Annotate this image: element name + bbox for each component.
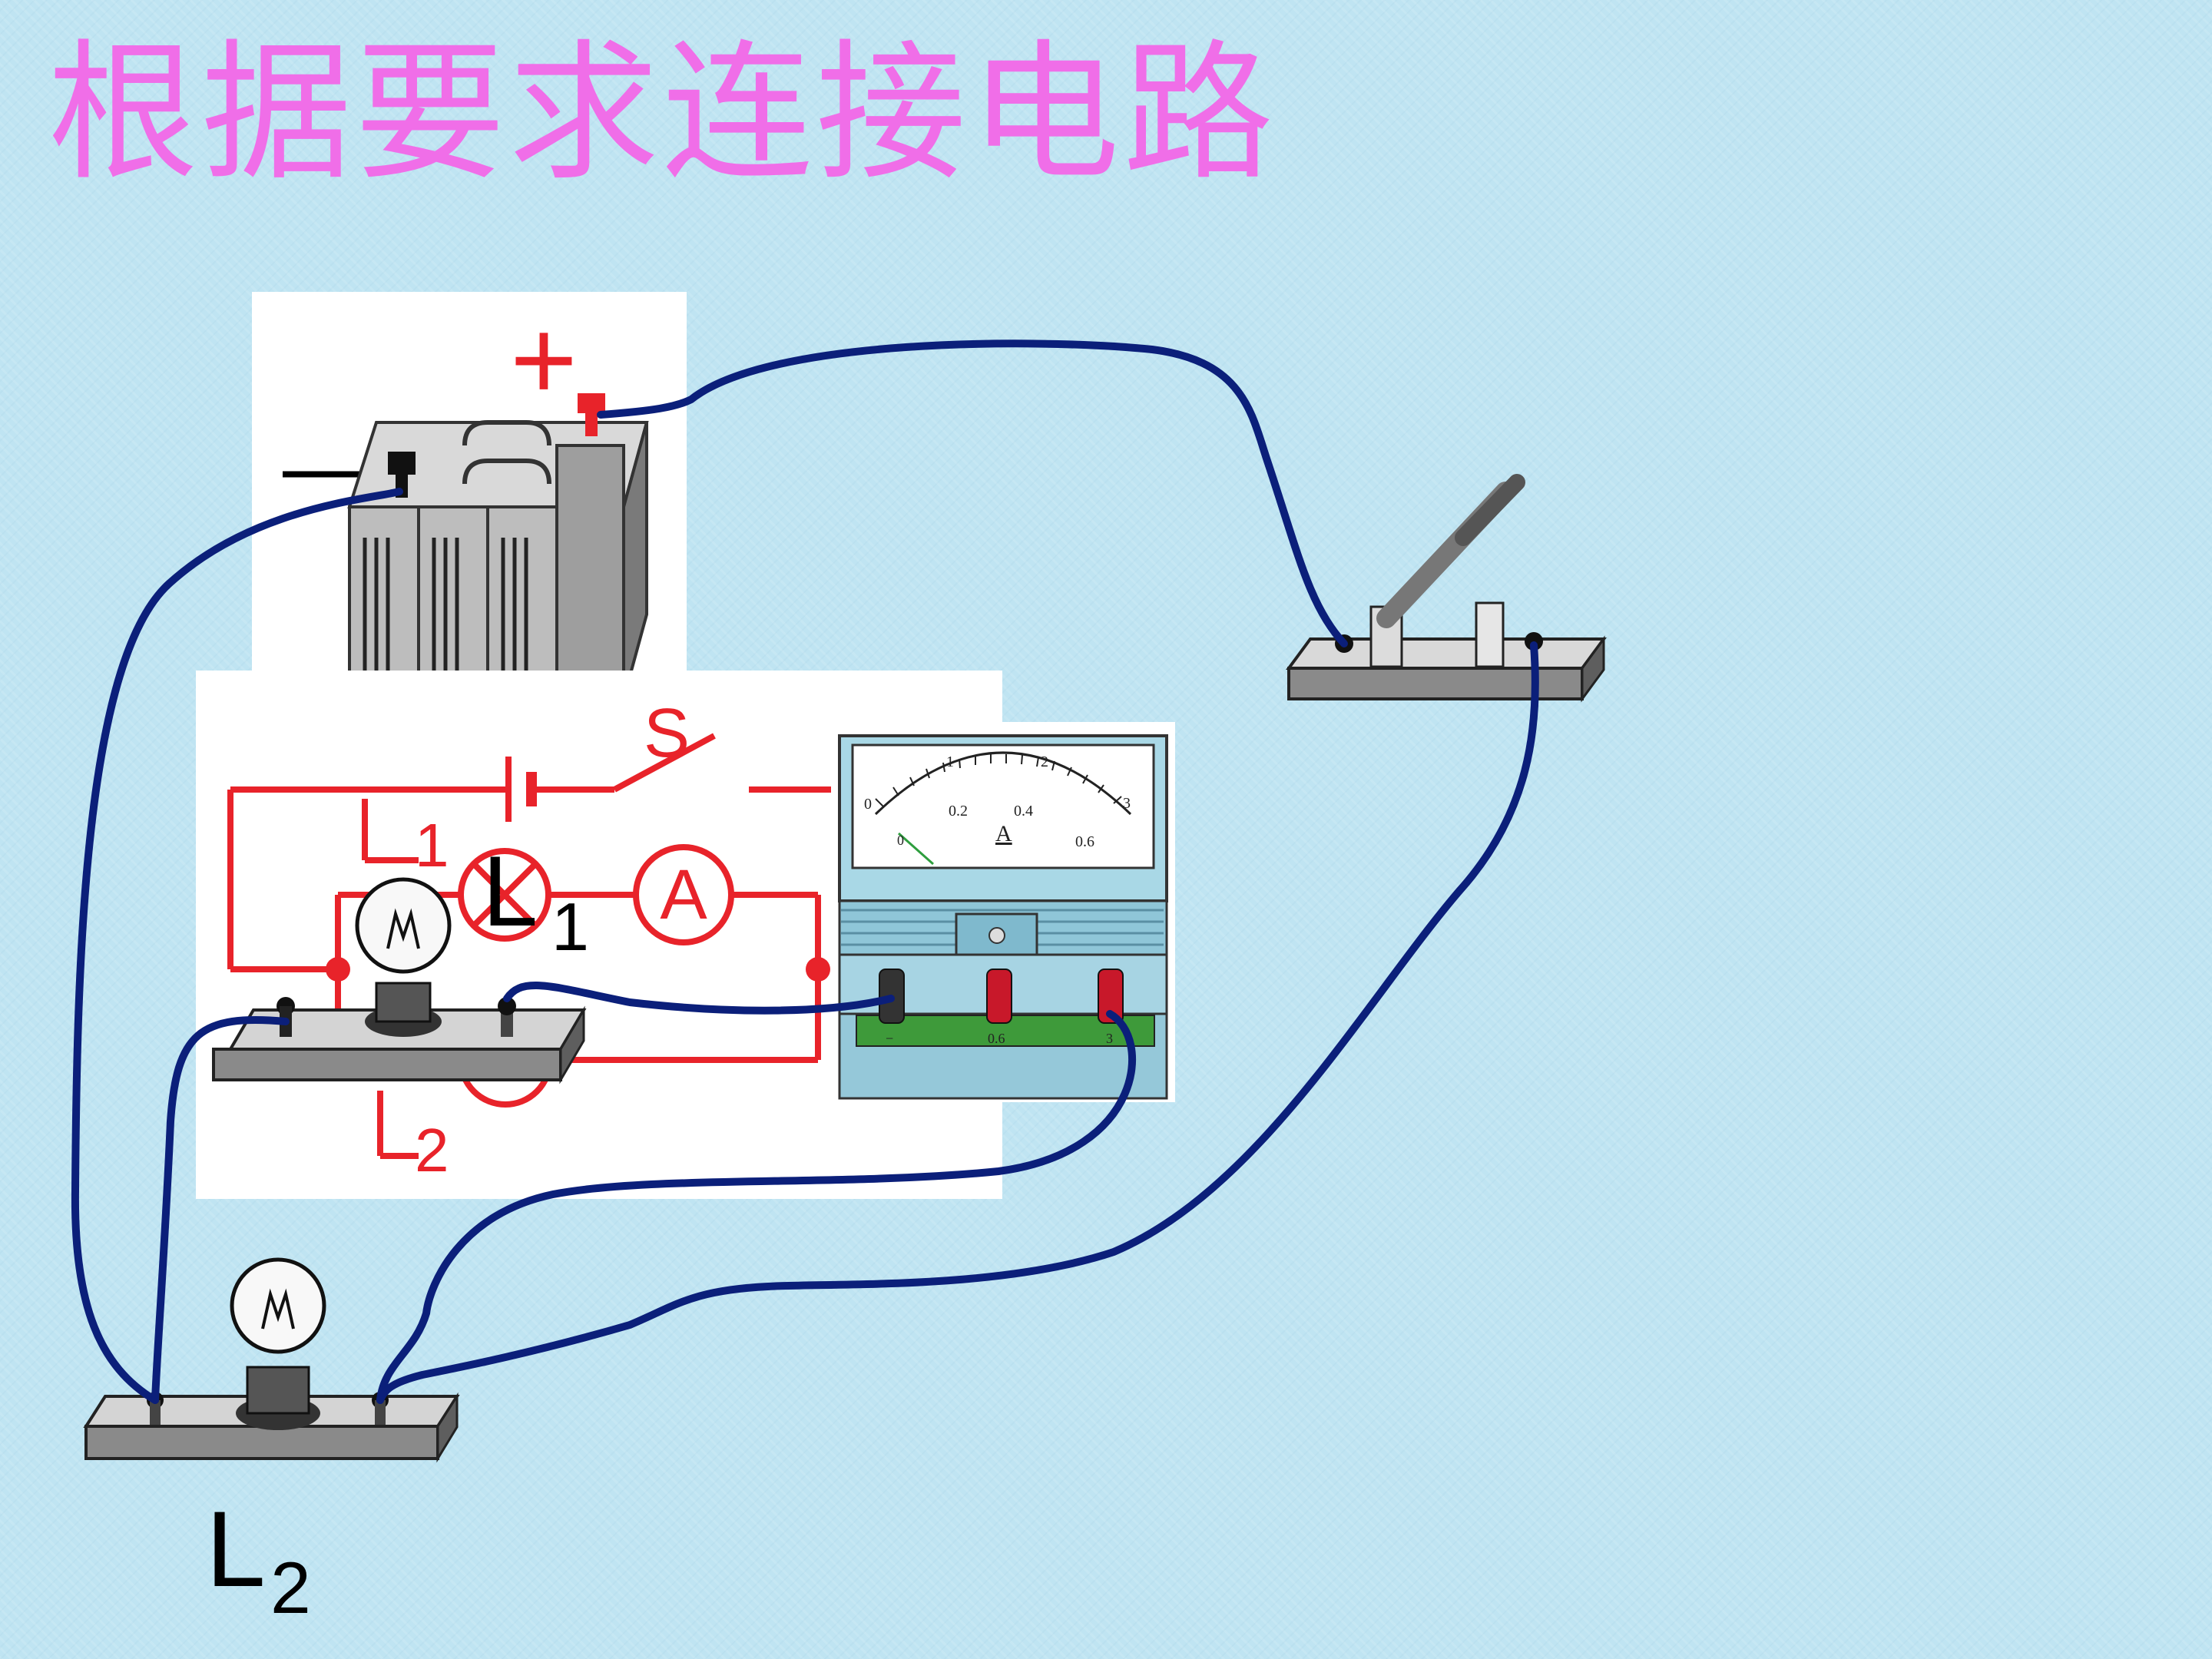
scale-lower-2: 0.4 — [1014, 803, 1033, 820]
wire-lamp1-to-lamp2 — [151, 1016, 290, 1404]
ammeter-icon: 0 1 2 3 0 0.2 0.4 0.6 A − 0.6 — [838, 734, 1168, 1100]
schematic-lamp2-sub: 2 — [415, 1116, 449, 1184]
schematic-ammeter-symbol — [633, 844, 734, 945]
knife-switch-icon — [1286, 474, 1607, 703]
schematic-switch-label: S — [644, 695, 690, 772]
label-L2-letter: L — [206, 1488, 266, 1609]
terminal-neg-label: − — [886, 1031, 893, 1046]
scale-upper-2: 2 — [1041, 753, 1048, 770]
scale-lower-0: 0 — [897, 833, 904, 848]
ammeter-panel: 0 1 2 3 0 0.2 0.4 0.6 A − 0.6 — [831, 722, 1175, 1102]
lamp1-board-icon — [212, 877, 587, 1084]
label-L1-subscript: 1 — [551, 889, 589, 965]
page-title: 根据要求连接电路 — [48, 26, 1277, 201]
terminal-3-label: 3 — [1106, 1031, 1113, 1046]
wire-battery-minus-to-lamp2 — [71, 488, 403, 1404]
schematic-lamp1-sub: 1 — [415, 811, 449, 879]
battery-panel: + — — [252, 292, 687, 700]
scale-lower-3: 0.6 — [1075, 833, 1094, 850]
terminal-06-label: 0.6 — [988, 1031, 1005, 1046]
lamp2-board-icon — [83, 1257, 460, 1463]
label-L2: L 2 — [206, 1488, 311, 1629]
wire-switch-to-lamp2 — [376, 641, 1539, 1404]
ammeter-unit: A — [995, 821, 1012, 846]
scale-upper-0: 0 — [864, 796, 872, 813]
battery-plus-sign: + — [510, 295, 578, 424]
label-L1: L 1 — [482, 835, 589, 965]
battery-icon — [347, 393, 649, 700]
label-L1-letter: L — [482, 835, 538, 947]
label-L2-subscript: 2 — [270, 1548, 311, 1629]
switch-blade — [613, 733, 716, 793]
wire-ammeter-3-to-lamp2 — [376, 1010, 1137, 1404]
wires — [71, 339, 1539, 1404]
schematic-lamp1-symbol — [458, 848, 551, 942]
wire-battery-plus-to-switch — [597, 339, 1348, 647]
scale-upper-1: 1 — [946, 753, 954, 770]
schematic-ammeter-letter: A — [660, 856, 707, 934]
scale-lower-1: 0.2 — [949, 803, 968, 820]
scale-upper-3: 3 — [1123, 795, 1131, 812]
wire-lamp1-to-ammeter-neg — [503, 982, 895, 1015]
